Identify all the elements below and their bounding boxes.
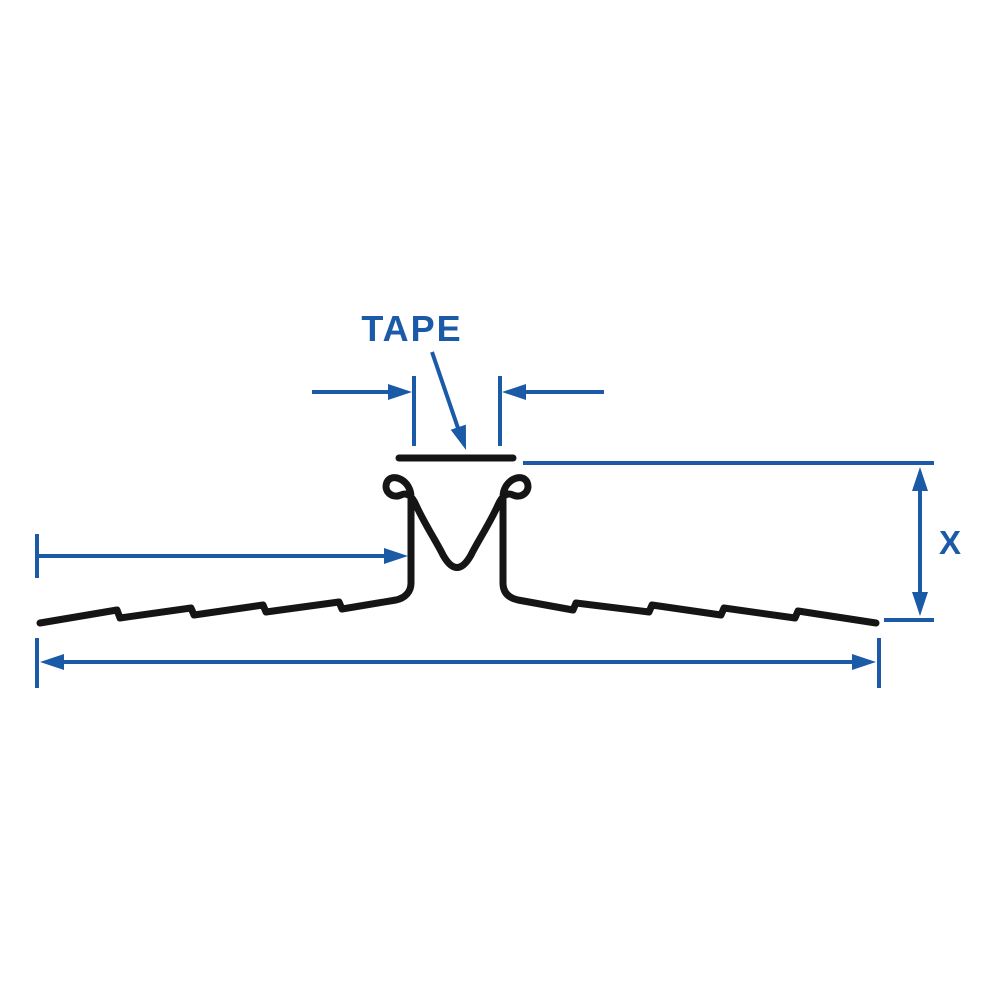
overall-width-arrowhead-right-icon: [852, 654, 876, 670]
overall-width-dimension: [35, 638, 881, 688]
left-width-arrowhead-icon: [384, 548, 408, 564]
extrusion-profile: [36, 454, 880, 627]
tape-width-arrowhead-left-icon: [502, 384, 526, 400]
tape-label: TAPE: [361, 308, 462, 349]
tape-leader-arrowhead-icon: [450, 424, 466, 450]
overall-width-arrowhead-left-icon: [40, 654, 64, 670]
tape-width-dimension: [312, 376, 604, 446]
tape-width-arrowhead-right-icon: [388, 384, 412, 400]
x-label: X: [939, 524, 961, 561]
x-arrowhead-up-icon: [912, 467, 928, 491]
x-arrowhead-down-icon: [912, 592, 928, 616]
profile-outline: [36, 474, 880, 627]
tape-callout: TAPE: [361, 308, 466, 450]
tape-leader-line: [430, 351, 461, 432]
height-dimension-x: X: [523, 461, 961, 622]
left-width-dimension: [35, 534, 408, 578]
